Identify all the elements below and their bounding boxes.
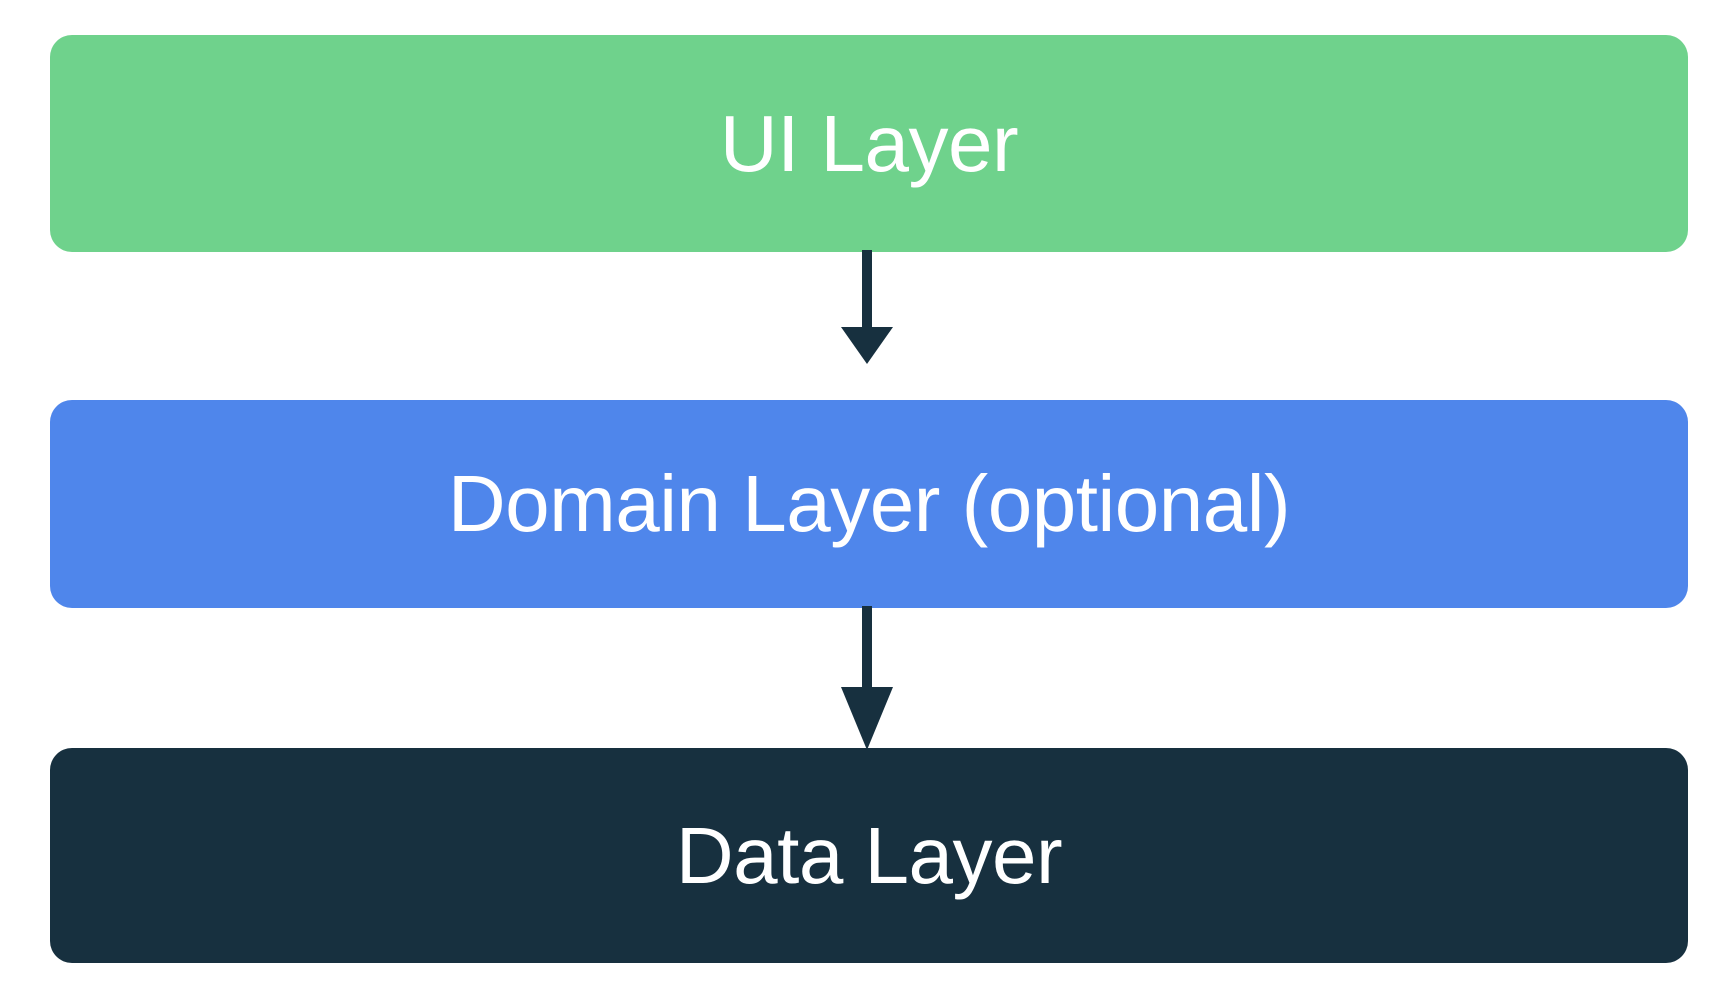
layer-label-domain-layer: Domain Layer (optional) — [447, 459, 1291, 548]
arrow-domain-to-data-icon — [841, 606, 893, 750]
layer-box-ui-layer[interactable]: UI Layer — [50, 35, 1688, 252]
layer-box-data-layer[interactable]: Data Layer — [50, 748, 1688, 963]
arrow-ui-to-domain-icon — [841, 250, 893, 364]
layer-box-domain-layer[interactable]: Domain Layer (optional) — [50, 400, 1688, 608]
layer-label-ui-layer: UI Layer — [719, 98, 1019, 188]
layer-label-data-layer: Data Layer — [675, 810, 1063, 900]
